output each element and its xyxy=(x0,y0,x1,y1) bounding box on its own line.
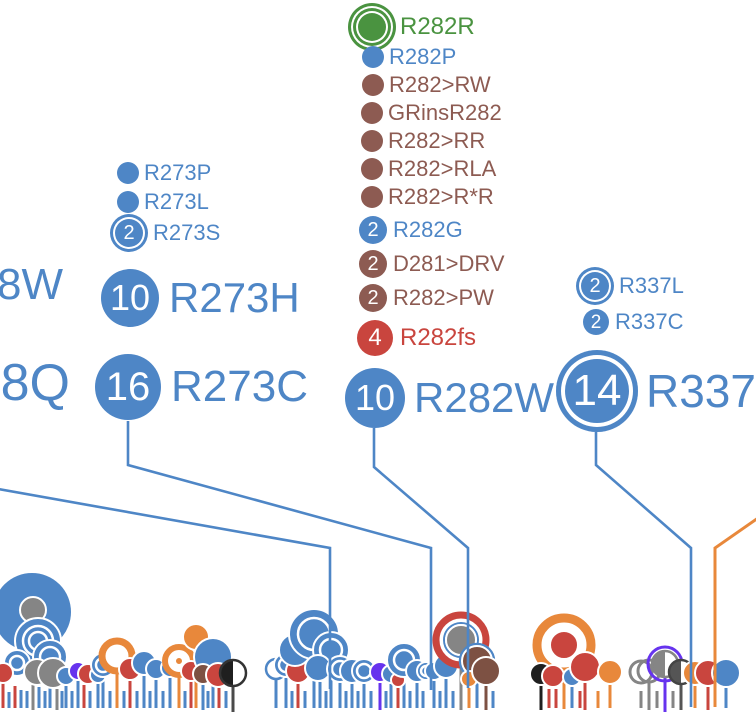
mutation-label: R282>RW xyxy=(389,72,491,97)
mutation-circle[interactable] xyxy=(117,191,139,213)
overview-connector-line xyxy=(126,421,433,690)
mutation-label: R282R xyxy=(400,13,475,40)
mutation-r273s[interactable]: 2 R273S xyxy=(115,219,220,247)
mutation-r337l[interactable]: 2 R337L xyxy=(581,272,684,300)
mutation-r273p[interactable]: R273P xyxy=(117,162,211,184)
mutation-circle[interactable]: 10 xyxy=(345,368,405,428)
count-badge: 2 xyxy=(367,287,379,309)
count-badge: 2 xyxy=(123,222,135,244)
mutation-label: R282>PW xyxy=(393,285,494,310)
mutation-label: R337L xyxy=(619,273,684,298)
mutation-label: D281>DRV xyxy=(393,251,505,276)
mutation-circle[interactable]: 4 xyxy=(357,320,393,356)
lollipop-circle[interactable] xyxy=(220,660,233,686)
mutation-circle[interactable]: 2 xyxy=(583,309,609,335)
mutation-circle[interactable]: 10 xyxy=(101,269,159,327)
lollipop-circle[interactable] xyxy=(711,658,741,688)
count-badge: 14 xyxy=(572,366,622,415)
mutation-r337[interactable]: 14 R337 xyxy=(556,350,756,432)
mutation-r282-rla[interactable]: R282>RLA xyxy=(361,158,496,180)
overview-connector-line xyxy=(713,517,756,707)
mutation-r282-r-r[interactable]: R282>R*R xyxy=(361,186,494,208)
left-edge-label-bottom: 48Q xyxy=(0,354,70,412)
mutation-r273h[interactable]: 10 R273H xyxy=(101,269,300,327)
mutation-r337c[interactable]: 2 R337C xyxy=(583,309,683,335)
mutation-label: R282>R*R xyxy=(388,184,494,209)
mutation-label: R273S xyxy=(153,220,221,245)
mutation-circle[interactable] xyxy=(362,74,384,96)
mutation-r273l[interactable]: R273L xyxy=(117,191,209,213)
mutation-r282p[interactable]: R282P xyxy=(362,46,456,68)
lollipop-circle[interactable] xyxy=(174,656,184,666)
count-badge: 4 xyxy=(368,324,382,351)
lollipop-circle[interactable] xyxy=(0,662,14,684)
mutation-circle[interactable] xyxy=(358,13,386,41)
mutation-label: R273P xyxy=(144,160,212,185)
mutation-label: R273L xyxy=(144,189,209,214)
mutation-label: R273C xyxy=(171,362,308,411)
mutation-label: R273H xyxy=(169,274,300,321)
lollipop-circle[interactable] xyxy=(471,656,501,686)
lollipop-circle[interactable] xyxy=(233,660,246,686)
mutation-r282w[interactable]: 10 R282W xyxy=(345,368,554,428)
count-badge: 2 xyxy=(590,311,602,333)
lollipop-circle[interactable] xyxy=(628,659,654,685)
mutation-circle[interactable] xyxy=(361,130,383,152)
mutation-label: R282fs xyxy=(400,324,477,351)
lollipop-circle[interactable] xyxy=(597,659,623,685)
mutation-r282-pw[interactable]: 2 R282>PW xyxy=(359,284,494,312)
overview-connector-line xyxy=(372,428,470,688)
overview-connector-line xyxy=(594,432,693,707)
count-badge: 16 xyxy=(105,365,151,409)
mutation-circle[interactable]: 2 xyxy=(581,272,609,300)
mutation-circle[interactable]: 16 xyxy=(95,354,161,420)
mutation-d281-drv[interactable]: 2 D281>DRV xyxy=(359,250,505,278)
count-badge: 2 xyxy=(367,219,379,241)
left-edge-label-top: 8W xyxy=(0,260,63,309)
mutation-label: R282G xyxy=(393,217,463,242)
overview-connector-line xyxy=(0,488,332,689)
mutation-circle[interactable]: 2 xyxy=(115,219,143,247)
count-badge: 2 xyxy=(367,253,379,275)
lollipop-circle[interactable] xyxy=(549,630,579,660)
mutation-circle[interactable]: 2 xyxy=(359,250,387,278)
count-badge: 10 xyxy=(354,377,396,418)
mutation-circle[interactable] xyxy=(117,162,139,184)
mutation-r273c[interactable]: 16 R273C xyxy=(95,354,308,420)
mutation-r282g[interactable]: 2 R282G xyxy=(359,216,463,244)
mutation-circle[interactable] xyxy=(361,102,383,124)
mutation-r282-rr[interactable]: R282>RR xyxy=(361,130,485,152)
lollipop-circle[interactable] xyxy=(218,658,248,688)
lollipop-circle[interactable] xyxy=(8,654,26,672)
mutation-grinsr282[interactable]: GRinsR282 xyxy=(361,102,502,124)
mutation-circle[interactable] xyxy=(362,46,384,68)
count-badge: 2 xyxy=(589,275,601,297)
mutation-circle[interactable]: 14 xyxy=(556,350,638,432)
mutation-label: R282P xyxy=(389,44,457,69)
mutation-r282-rw[interactable]: R282>RW xyxy=(362,74,491,96)
mutation-circle[interactable] xyxy=(361,158,383,180)
mutation-label: R282>RR xyxy=(388,128,486,153)
mutation-label: GRinsR282 xyxy=(388,100,502,125)
count-badge: 10 xyxy=(109,277,151,318)
mutation-circle[interactable]: 2 xyxy=(359,284,387,312)
mutation-label: R337 xyxy=(646,365,756,417)
mutation-r282fs[interactable]: 4 R282fs xyxy=(357,320,476,356)
mutation-circle[interactable]: 2 xyxy=(359,216,387,244)
mutation-label: R337C xyxy=(615,309,684,334)
mutation-label: R282W xyxy=(414,374,555,421)
mutation-circle[interactable] xyxy=(361,186,383,208)
mutation-label: R282>RLA xyxy=(388,156,497,181)
lollipop-circle[interactable] xyxy=(652,651,665,677)
mutation-r282r[interactable]: R282R xyxy=(358,13,475,41)
